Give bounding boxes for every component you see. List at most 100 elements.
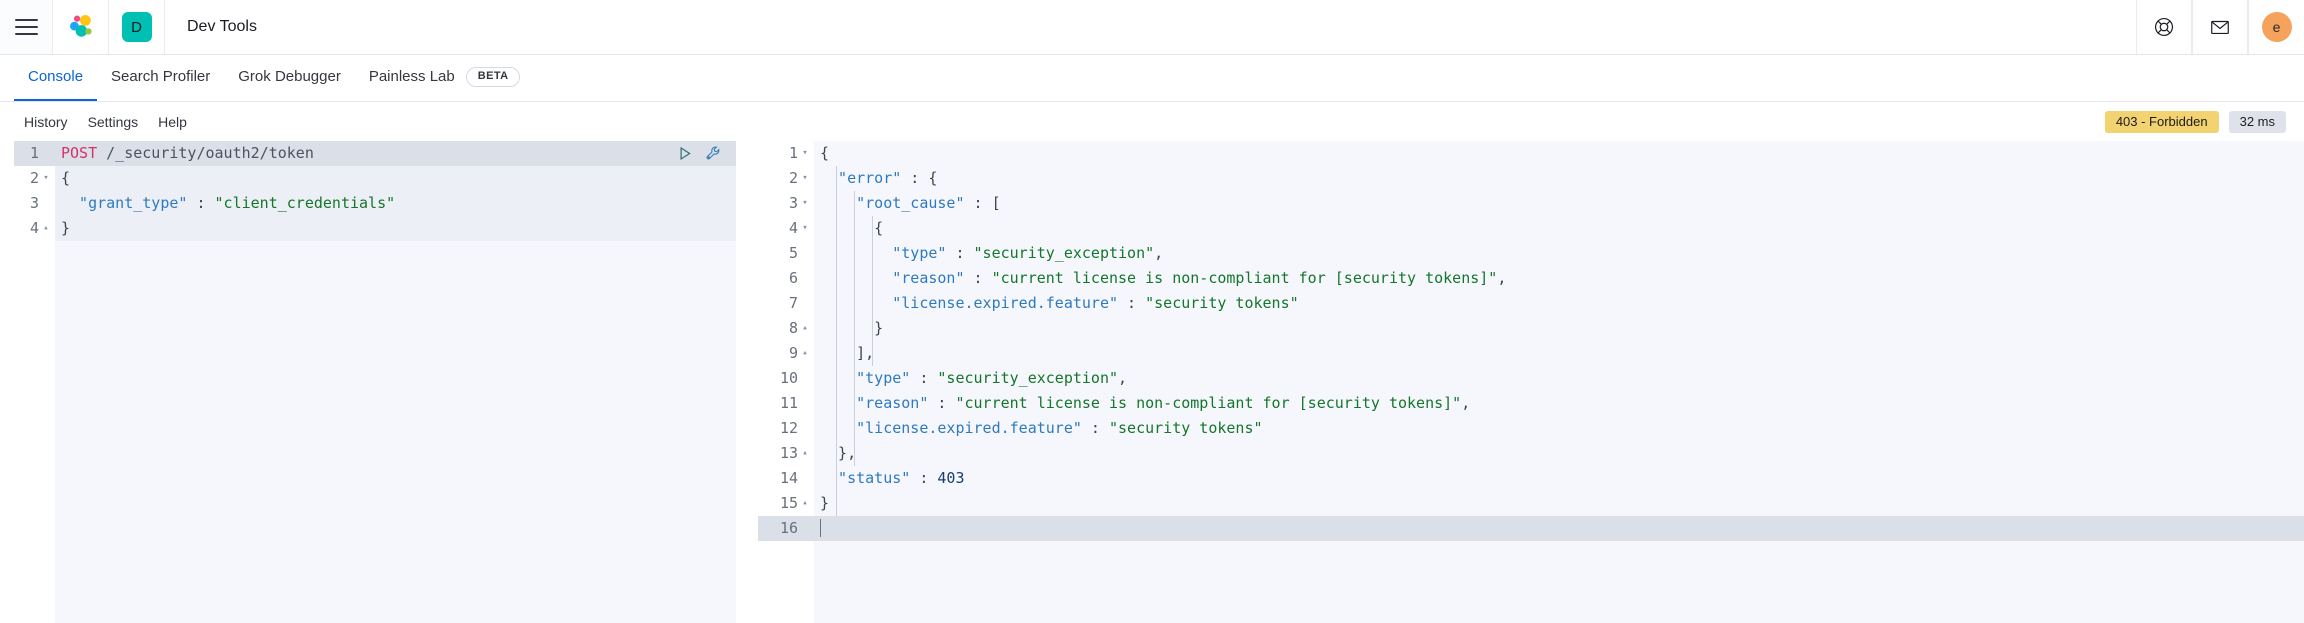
line-number: 13▴ xyxy=(758,441,814,466)
code-token: "license.expired.feature" xyxy=(820,419,1082,437)
code-token: } xyxy=(820,319,884,337)
code-token: "root_cause" xyxy=(820,194,965,212)
code-token: : xyxy=(946,244,974,262)
help-button[interactable] xyxy=(2136,0,2192,54)
code-line[interactable]: ], xyxy=(814,341,2304,366)
space-badge: D xyxy=(121,12,152,42)
text-cursor xyxy=(820,519,821,537)
fold-toggle-icon[interactable]: ▴ xyxy=(802,498,808,508)
code-line[interactable]: { xyxy=(814,216,2304,241)
space-switcher-button[interactable]: D xyxy=(109,0,165,54)
code-token: : xyxy=(910,469,938,487)
hamburger-menu-button[interactable] xyxy=(0,0,53,54)
fold-toggle-icon[interactable]: ▴ xyxy=(43,223,49,233)
response-code-body[interactable]: { "error" : { "root_cause" : [ { "type" … xyxy=(814,141,2304,623)
line-number: 7 xyxy=(788,294,798,312)
code-line[interactable]: "reason" : "current license is non-compl… xyxy=(814,391,2304,416)
line-number: 1 xyxy=(14,141,55,166)
code-token: "client_credentials" xyxy=(214,194,396,212)
code-line[interactable]: "reason" : "current license is non-compl… xyxy=(814,266,2304,291)
code-line[interactable]: "root_cause" : [ xyxy=(814,191,2304,216)
line-number: 15▴ xyxy=(758,491,814,516)
mail-button[interactable] xyxy=(2192,0,2248,54)
code-token: "current license is non-compliant for [s… xyxy=(991,269,1498,287)
tab-console[interactable]: Console xyxy=(14,54,98,101)
line-number: 4▴ xyxy=(14,216,55,241)
code-line[interactable]: } xyxy=(814,491,2304,516)
global-header: D Dev Tools e xyxy=(0,0,2304,55)
code-line[interactable]: } xyxy=(55,216,736,241)
code-line[interactable]: "grant_type" : "client_credentials" xyxy=(55,191,736,216)
code-line[interactable]: { xyxy=(814,141,2304,166)
line-number: 3▾ xyxy=(758,191,814,216)
code-token: : xyxy=(187,194,215,212)
code-line[interactable]: "license.expired.feature" : "security to… xyxy=(814,291,2304,316)
code-token: } xyxy=(820,494,830,512)
request-actions xyxy=(676,141,722,166)
code-token: { xyxy=(820,144,830,162)
code-line[interactable]: } xyxy=(814,316,2304,341)
code-line[interactable]: POST /_security/oauth2/token xyxy=(55,141,736,166)
line-number: 3 xyxy=(29,194,39,212)
tab-label: Grok Debugger xyxy=(238,68,341,85)
toolbar-link-settings[interactable]: Settings xyxy=(87,113,139,130)
code-token: , xyxy=(1461,394,1471,412)
code-token: "reason" xyxy=(820,269,965,287)
header-spacer xyxy=(279,0,2136,54)
line-number: 4▾ xyxy=(758,216,814,241)
tab-grok-debugger[interactable]: Grok Debugger xyxy=(224,54,355,101)
code-line[interactable]: }, xyxy=(814,441,2304,466)
mail-envelope-icon xyxy=(2211,20,2229,35)
send-request-play-icon[interactable] xyxy=(676,145,693,162)
request-code-body[interactable]: POST /_security/oauth2/token{ "grant_typ… xyxy=(55,141,736,623)
code-line[interactable] xyxy=(814,516,2304,541)
code-line[interactable]: "type" : "security_exception", xyxy=(814,241,2304,266)
pane-divider[interactable] xyxy=(736,141,758,623)
toolbar-link-history[interactable]: History xyxy=(24,113,68,130)
user-avatar-button[interactable]: e xyxy=(2248,0,2304,54)
code-token: } xyxy=(61,219,71,237)
fold-toggle-icon[interactable]: ▴ xyxy=(802,348,808,358)
beta-badge: BETA xyxy=(465,66,521,87)
code-token: { xyxy=(820,219,884,237)
tab-painless-lab[interactable]: Painless Lab BETA xyxy=(355,54,535,101)
tab-label: Console xyxy=(28,68,84,85)
fold-toggle-icon[interactable]: ▾ xyxy=(802,173,808,183)
fold-toggle-icon[interactable]: ▾ xyxy=(802,148,808,158)
fold-toggle-icon[interactable]: ▴ xyxy=(802,323,808,333)
tab-search-profiler[interactable]: Search Profiler xyxy=(97,54,224,101)
header-actions: e xyxy=(2136,0,2304,54)
fold-toggle-icon[interactable]: ▾ xyxy=(802,198,808,208)
line-number: 6 xyxy=(788,269,798,287)
toolbar-link-help[interactable]: Help xyxy=(158,113,187,130)
fold-toggle-icon[interactable]: ▴ xyxy=(802,448,808,458)
code-line[interactable]: "license.expired.feature" : "security to… xyxy=(814,416,2304,441)
code-token: : [ xyxy=(964,194,1001,212)
code-line[interactable]: "type" : "security_exception", xyxy=(814,366,2304,391)
line-number: 10 xyxy=(779,369,798,387)
app-tabs: Console Search Profiler Grok Debugger Painl… xyxy=(0,55,2304,102)
code-token: /_security/oauth2/token xyxy=(106,144,314,162)
wrench-icon[interactable] xyxy=(705,145,722,162)
code-token: : xyxy=(928,394,956,412)
code-line[interactable]: "status" : 403 xyxy=(814,466,2304,491)
code-line[interactable]: { xyxy=(55,166,736,191)
fold-toggle-icon[interactable]: ▾ xyxy=(802,223,808,233)
line-number: 2▾ xyxy=(758,166,814,191)
code-token: "security_exception" xyxy=(973,244,1155,262)
code-token: }, xyxy=(820,444,857,462)
code-token: "status" xyxy=(820,469,911,487)
code-token: "reason" xyxy=(820,394,929,412)
line-number: 16 xyxy=(758,516,814,541)
tab-label: Painless Lab xyxy=(368,68,455,85)
code-line[interactable]: "error" : { xyxy=(814,166,2304,191)
response-time-badge: 32 ms xyxy=(2228,110,2286,133)
avatar: e xyxy=(2261,12,2292,42)
code-token: : xyxy=(1081,419,1109,437)
elastic-logo-button[interactable] xyxy=(53,0,109,54)
fold-toggle-icon[interactable]: ▾ xyxy=(43,173,49,183)
